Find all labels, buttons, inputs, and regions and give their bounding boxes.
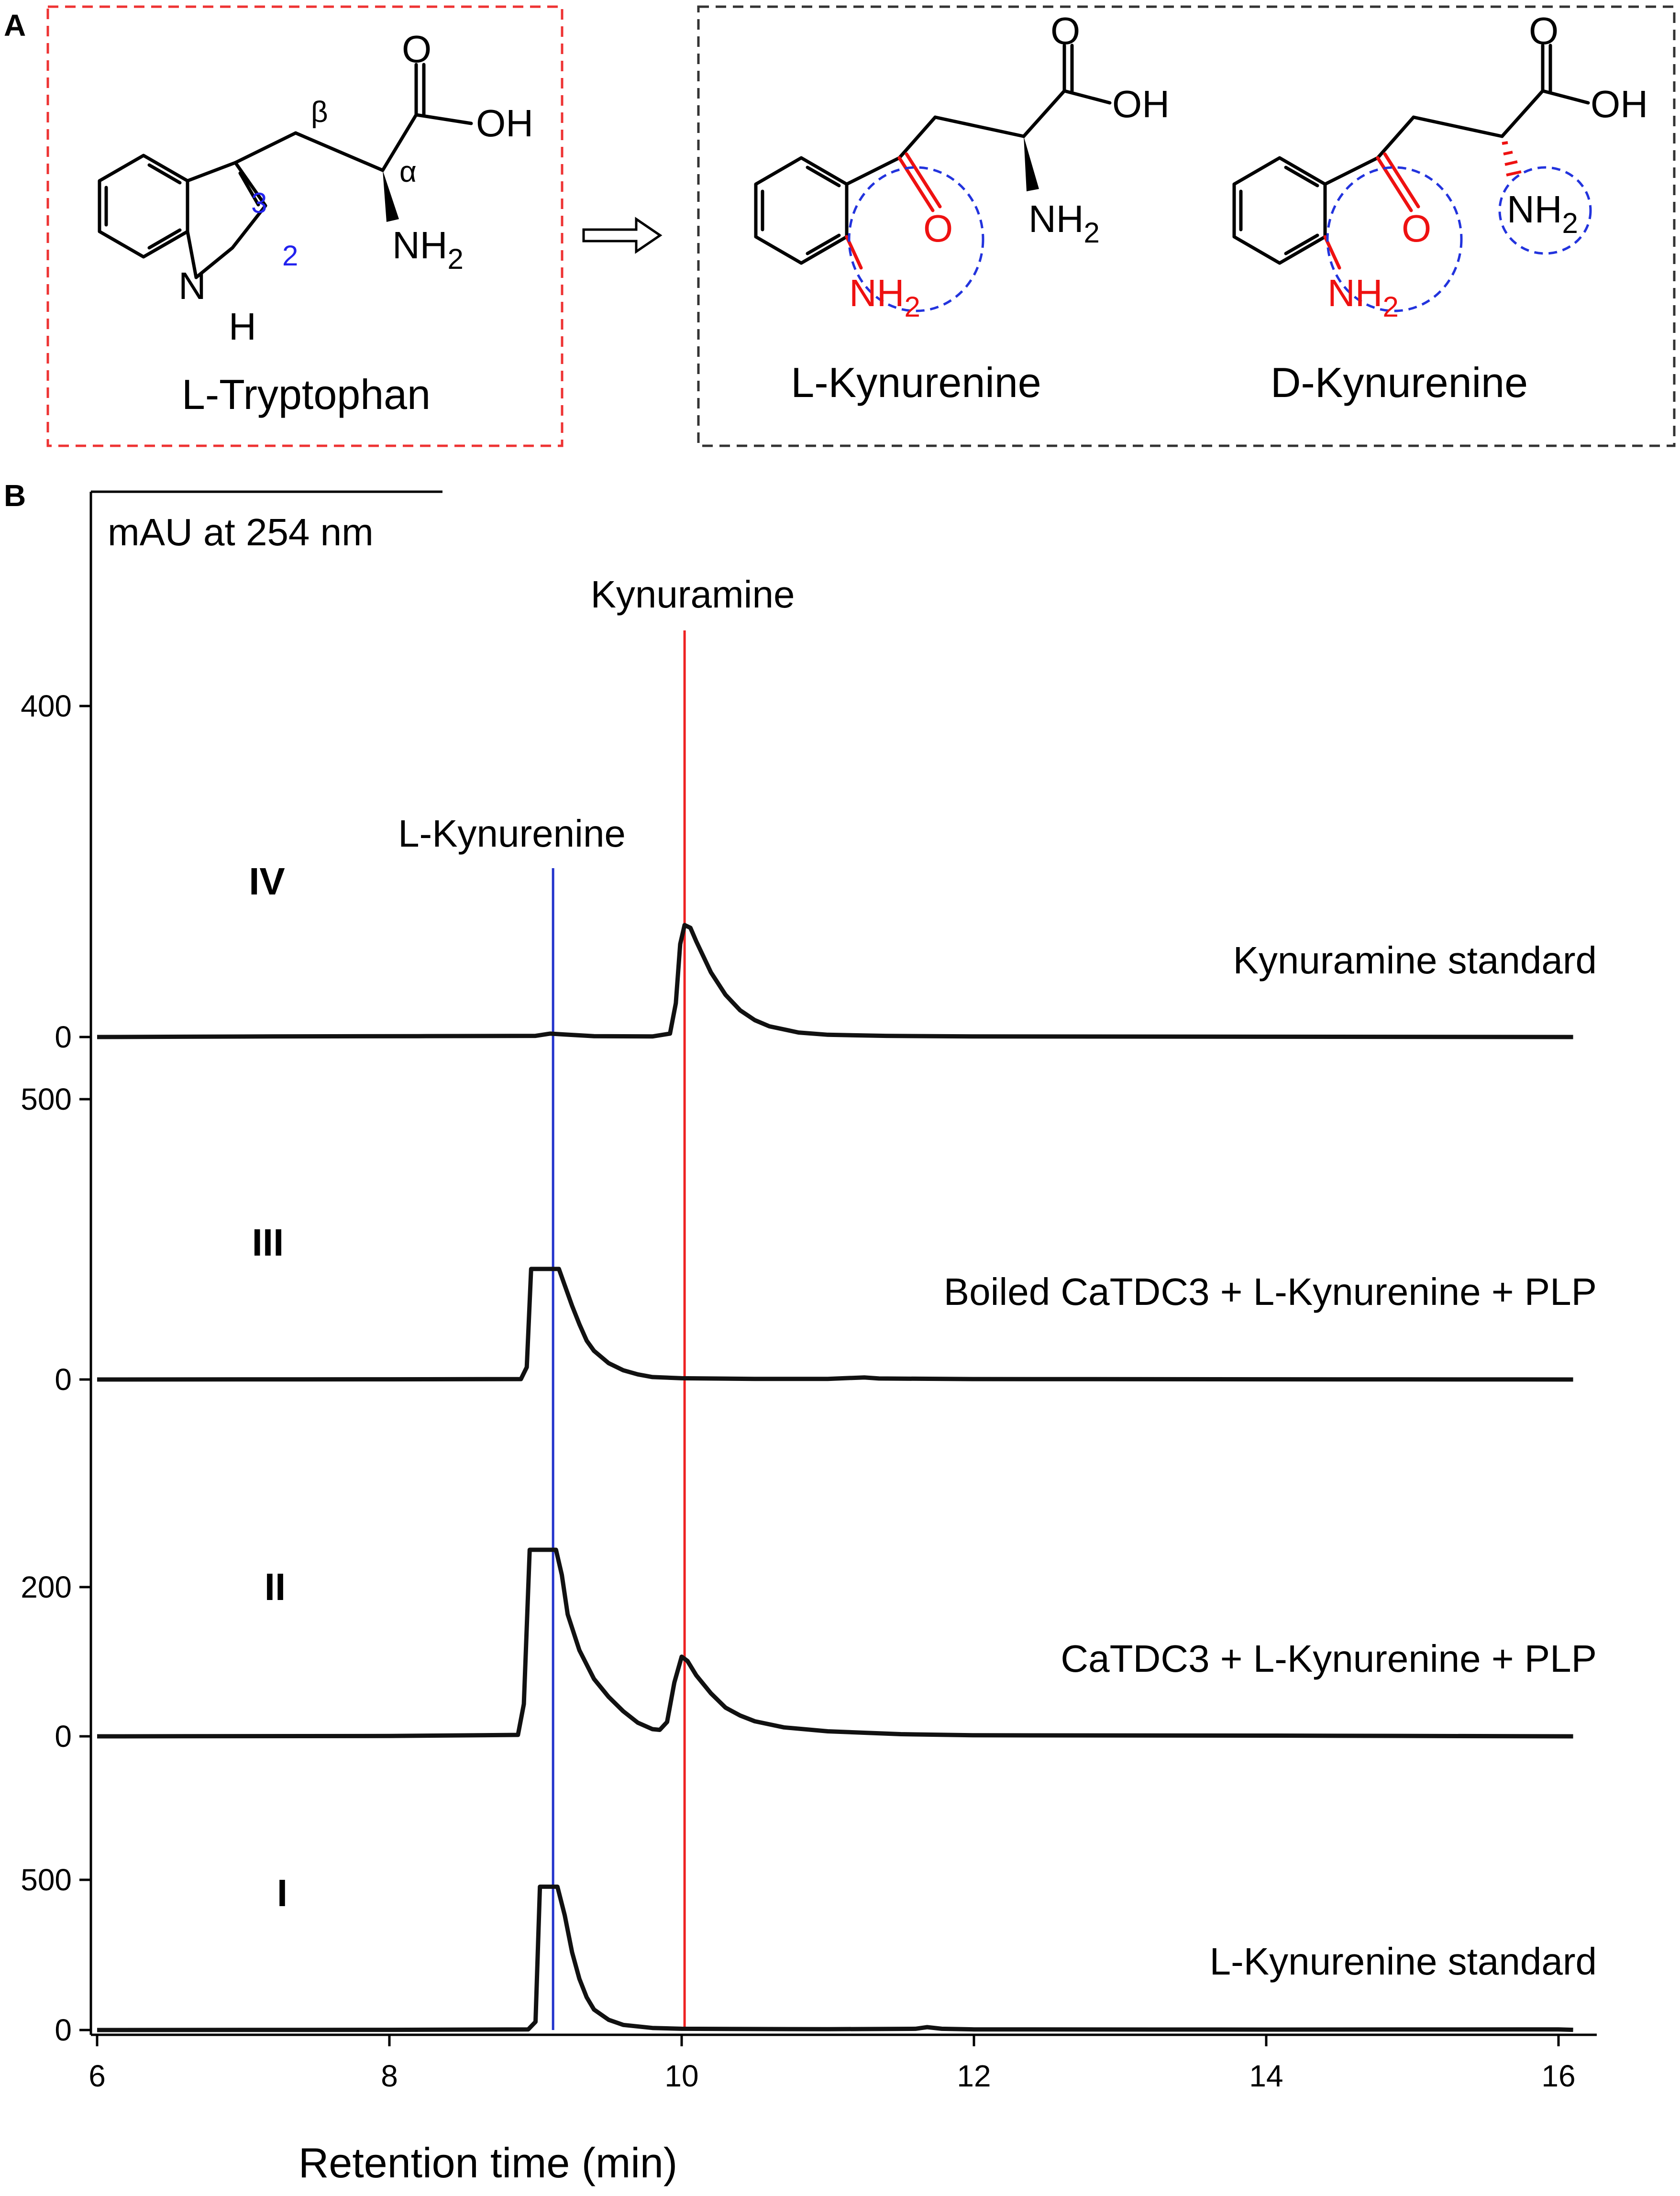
d-kynurenine-red-bonds xyxy=(1323,152,1420,270)
d-kynurenine-hash-bond xyxy=(1502,141,1522,177)
trace-roman-label: IV xyxy=(249,860,285,903)
kynuramine-peak-label: Kynuramine xyxy=(591,573,795,616)
panel-a-label: A xyxy=(4,8,26,43)
tryptophan-alpha: α xyxy=(399,155,417,188)
d-kynurenine-keto-highlight-ellipse xyxy=(1326,166,1463,312)
panel-b-chromatogram: B mAU at 254 nm Retention time (min) Kyn… xyxy=(4,478,1597,2186)
tryptophan-name: L-Tryptophan xyxy=(182,371,431,418)
trace-i xyxy=(97,1884,1573,2032)
d-kynurenine-structure xyxy=(1232,44,1590,265)
y-unit-label: mAU at 254 nm xyxy=(108,511,374,553)
x-tick-label: 6 xyxy=(88,2059,106,2093)
d-kynurenine-oh: OH xyxy=(1591,83,1648,125)
tryptophan-wedge-bond xyxy=(383,170,399,222)
x-axis-ticks: 6 8 10 12 14 16 xyxy=(88,2035,1576,2093)
d-kynurenine-o: O xyxy=(1529,10,1558,52)
x-tick-label: 10 xyxy=(664,2059,698,2093)
d-kynurenine-name: D-Kynurenine xyxy=(1271,359,1528,406)
trace-name-label: Boiled CaTDC3 + L-Kynurenine + PLP xyxy=(944,1270,1597,1313)
y-tick-label: 500 xyxy=(21,1863,72,1897)
trace-name-label: Kynuramine standard xyxy=(1233,939,1597,982)
x-tick-label: 14 xyxy=(1249,2059,1283,2093)
tryptophan-ring-n: N xyxy=(178,265,206,307)
y-tick-label: 0 xyxy=(55,1020,72,1054)
l-kynurenine-wedge-bond xyxy=(1024,136,1039,191)
chromatogram-traces xyxy=(97,923,1573,2032)
l-kynurenine-structure xyxy=(754,44,1112,265)
l-kynurenine-peak-label: L-Kynurenine xyxy=(398,812,626,855)
trace-name-label: CaTDC3 + L-Kynurenine + PLP xyxy=(1061,1637,1597,1680)
tryptophan-nh2: NH2 xyxy=(392,224,464,275)
tryptophan-o: O xyxy=(402,28,431,70)
reaction-arrow xyxy=(582,217,663,254)
d-kynurenine-nh2: NH2 xyxy=(1507,188,1578,239)
trace-roman-label: III xyxy=(252,1221,284,1264)
trace-roman-label: II xyxy=(265,1566,286,1608)
tryptophan-position-3: 3 xyxy=(251,187,267,219)
y-tick-label: 200 xyxy=(21,1570,72,1604)
panel-a-structures: A O OH NH2 β α 3 2 N H L-Tryptophan xyxy=(4,5,1676,447)
tryptophan-structure xyxy=(98,63,473,279)
trace-iii xyxy=(97,1267,1573,1382)
y-tick-label: 0 xyxy=(55,2013,72,2047)
d-kynurenine-keto-o: O xyxy=(1402,207,1431,250)
l-kynurenine-ring-nh2: NH2 xyxy=(849,272,920,323)
y-axis-ticks: 0 400 0 500 0 200 0 500 xyxy=(21,689,91,2047)
l-kynurenine-highlight-ellipse xyxy=(848,166,984,312)
trace-name-label: L-Kynurenine standard xyxy=(1210,1940,1597,1983)
y-tick-label: 0 xyxy=(55,1719,72,1754)
x-tick-label: 16 xyxy=(1541,2059,1575,2093)
x-axis-title: Retention time (min) xyxy=(298,2139,677,2186)
x-tick-label: 12 xyxy=(957,2059,991,2093)
panel-b-label: B xyxy=(4,478,26,513)
kynurenine-box xyxy=(697,5,1676,447)
trace-iv xyxy=(97,923,1573,1039)
l-kynurenine-oh: OH xyxy=(1112,83,1170,125)
tryptophan-beta: β xyxy=(311,96,328,129)
trace-ii xyxy=(97,1547,1573,1739)
d-kynurenine-ring-nh2: NH2 xyxy=(1327,272,1399,323)
l-kynurenine-o: O xyxy=(1050,10,1080,52)
tryptophan-oh: OH xyxy=(476,102,533,144)
l-kynurenine-red-bonds xyxy=(845,152,942,270)
y-tick-label: 400 xyxy=(21,689,72,723)
tryptophan-ring-h: H xyxy=(229,305,256,348)
l-kynurenine-nh2: NH2 xyxy=(1028,198,1100,249)
l-kynurenine-name: L-Kynurenine xyxy=(791,359,1041,406)
reference-lines xyxy=(552,630,686,2030)
l-kynurenine-keto-o: O xyxy=(923,207,953,250)
x-tick-label: 8 xyxy=(381,2059,398,2093)
y-tick-label: 0 xyxy=(55,1362,72,1397)
y-tick-label: 500 xyxy=(21,1082,72,1116)
d-kynurenine-amine-highlight-ellipse xyxy=(1498,166,1592,255)
trace-roman-label: I xyxy=(277,1872,287,1914)
tryptophan-position-2: 2 xyxy=(282,240,298,272)
tryptophan-box xyxy=(46,5,564,447)
